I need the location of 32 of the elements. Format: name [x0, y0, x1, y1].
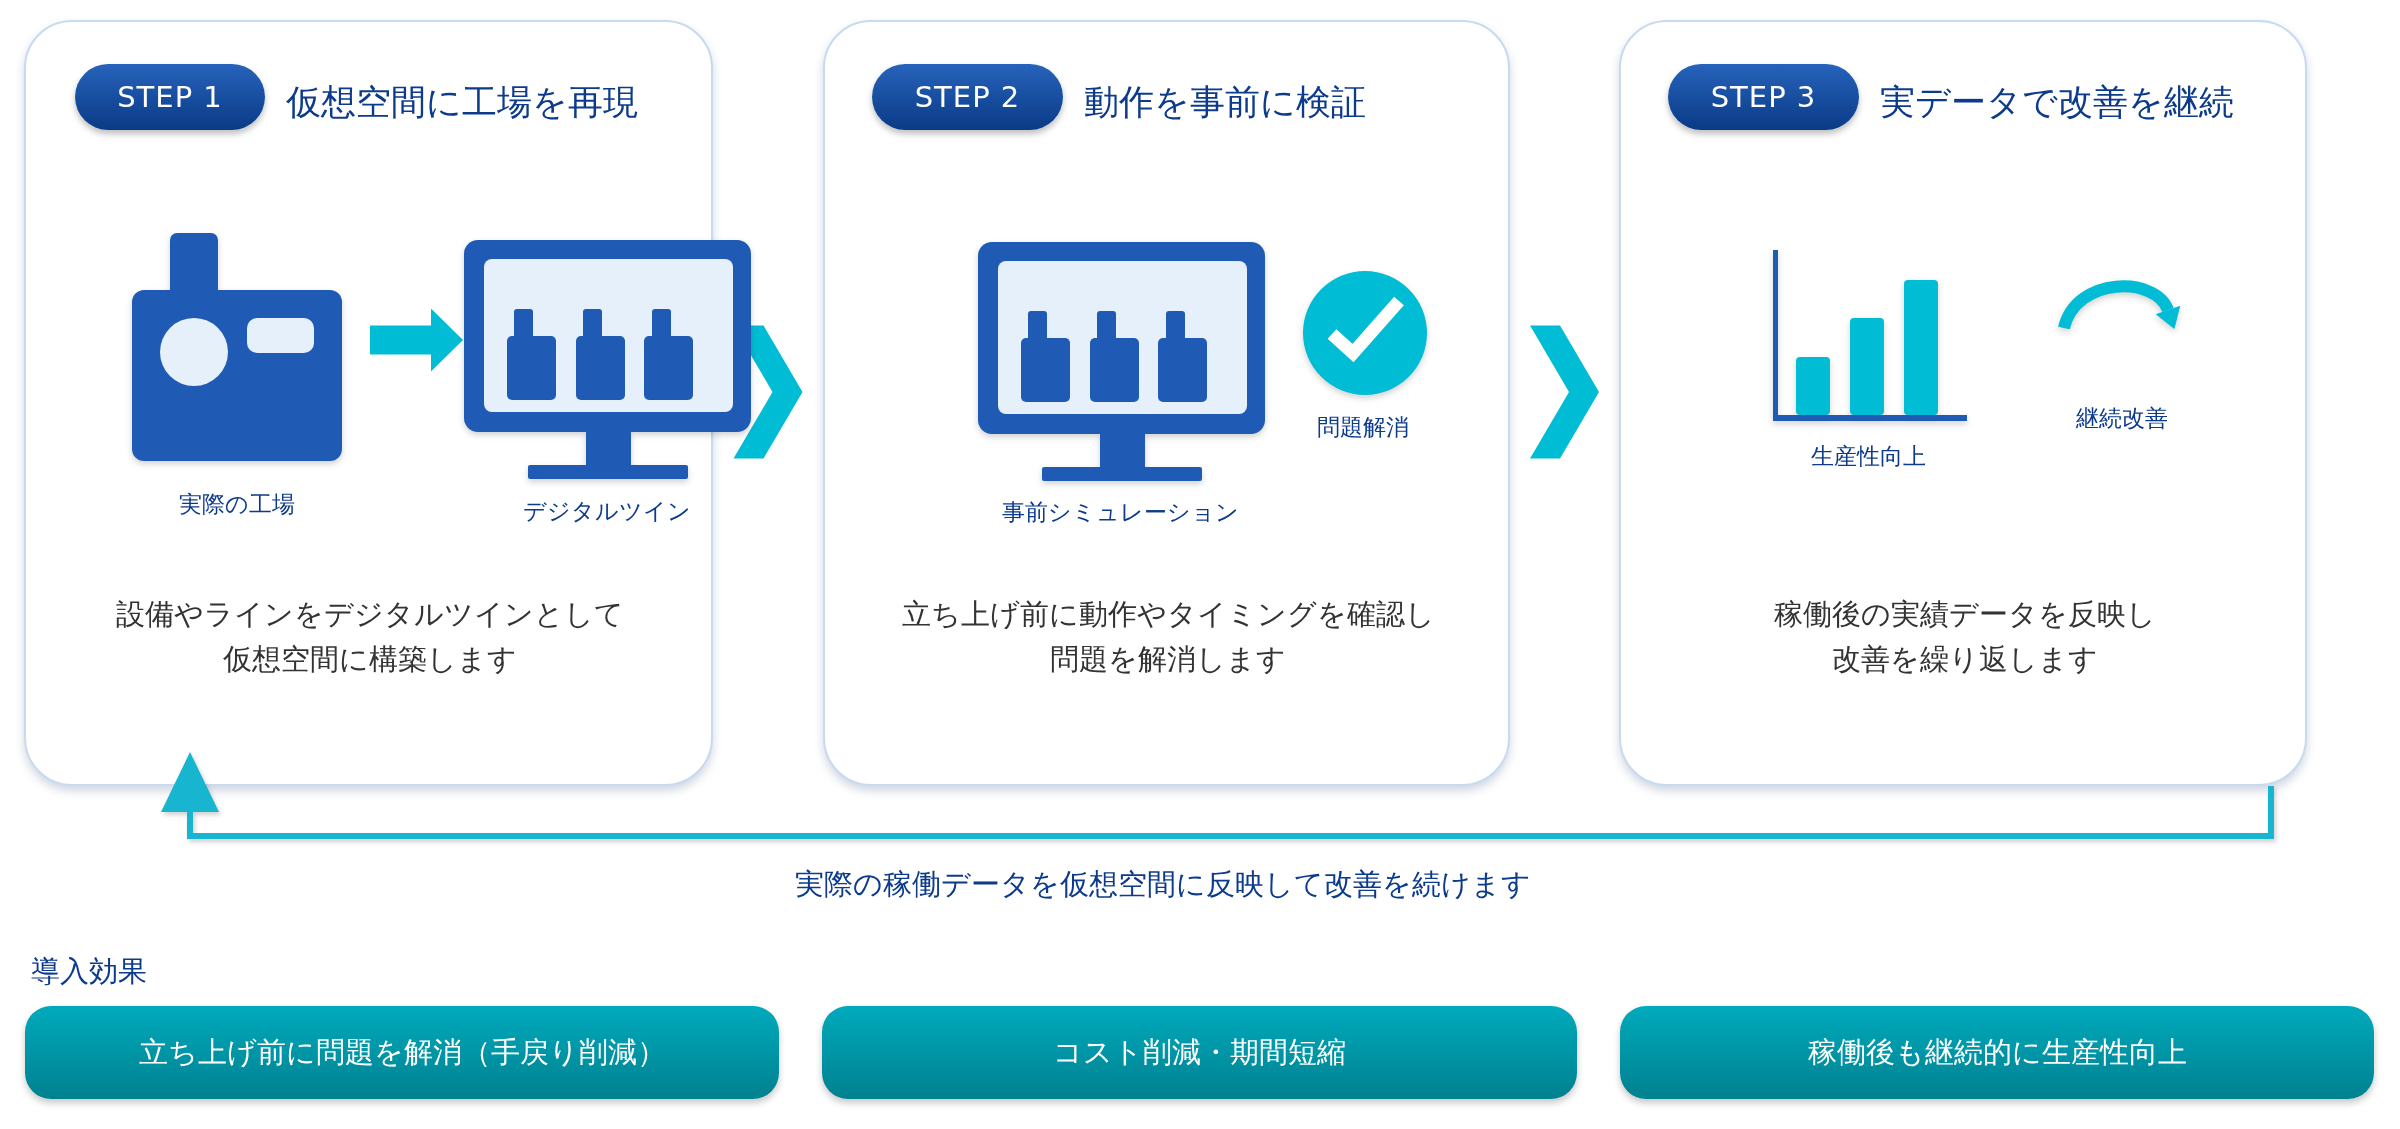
step-description: 稼働後の実績データを反映し改善を繰り返します [1773, 596, 2157, 678]
section-heading: 導入効果 [31, 953, 147, 989]
step-heading: 実データで改善を継続 [1880, 81, 2234, 124]
check-circle-icon [1303, 271, 1427, 395]
step-card [1619, 20, 2307, 786]
step-card [24, 20, 713, 786]
chevron-arrow [1530, 325, 1599, 459]
icon-caption: 問題解消 [1317, 413, 1409, 442]
step-heading: 動作を事前に検証 [1084, 81, 1366, 124]
benefit-banner: コスト削減・期間短縮 [822, 1006, 1577, 1099]
icon-caption: 実際の工場 [179, 490, 295, 519]
step-badge: STEP 1 [75, 64, 265, 130]
icon-caption: 生産性向上 [1810, 442, 1926, 471]
edge-label: 実際の稼働データを仮想空間に反映して改善を続けます [795, 866, 1531, 902]
monitor-icon [978, 242, 1265, 481]
step-badge: STEP 2 [872, 64, 1063, 130]
step-heading: 仮想空間に工場を再現 [286, 81, 638, 124]
arrow [370, 308, 463, 372]
feedback-arrow [161, 752, 2274, 839]
step-card [823, 20, 1510, 786]
step-description: 立ち上げ前に動作やタイミングを確認し問題を解消します [900, 596, 1436, 678]
chevron-arrow [733, 325, 803, 459]
factory-icon [132, 233, 342, 461]
bar-chart-icon [1773, 250, 1967, 422]
monitor-icon [464, 240, 751, 479]
icon-caption: 事前シミュレーション [1001, 498, 1239, 527]
benefit-banner: 立ち上げ前に問題を解消（手戻り削減） [25, 1006, 779, 1099]
icon-caption: デジタルツイン [523, 497, 691, 526]
step-badge: STEP 3 [1668, 64, 1859, 130]
icon-caption: 継続改善 [2076, 404, 2168, 433]
benefit-banner: 稼働後も継続的に生産性向上 [1620, 1006, 2374, 1099]
step-description: 設備やラインをデジタルツインとして仮想空間に構築します [115, 596, 625, 678]
